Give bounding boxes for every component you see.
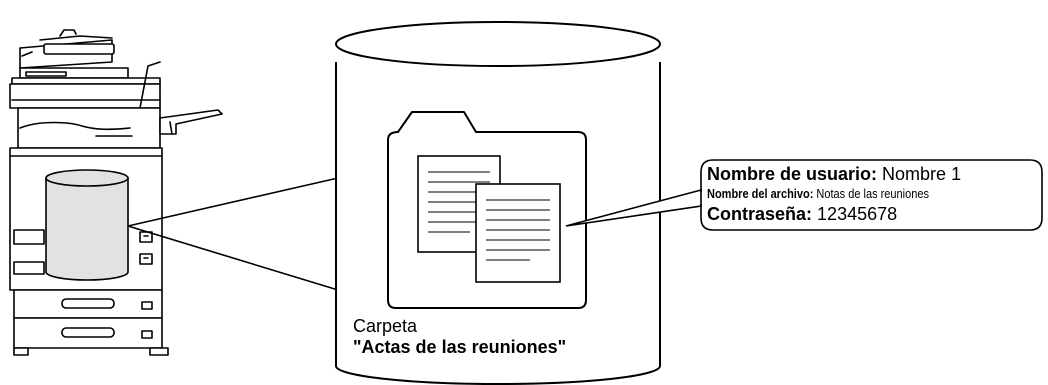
hard-disk-icon [45, 169, 129, 281]
file-name-label: Nombre del archivo: [707, 187, 814, 201]
callout-pointer [565, 188, 702, 227]
callout-frame [700, 159, 1043, 231]
user-name-value: Nombre 1 [882, 164, 962, 184]
folder-caption-type: Carpeta [353, 316, 418, 336]
password-value: 12345678 [817, 203, 898, 224]
file-name-value: Notas de las reuniones [816, 187, 929, 201]
zoom-connector [127, 177, 339, 291]
user-name-label: Nombre de usuario: [707, 164, 878, 184]
folder-caption-name: "Actas de las reuniones" [353, 337, 567, 357]
file-name-row: Nombre del archivo: Notas de las reunion… [707, 188, 1048, 201]
document-icon [417, 155, 561, 283]
folder-caption: Carpeta "Actas de las reuniones" [353, 316, 566, 358]
user-name-row: Nombre de usuario: Nombre 1 [707, 165, 1044, 183]
file-info-callout: Nombre de usuario: Nombre 1 Nombre del a… [700, 160, 1044, 230]
password-label: Contraseña: [707, 203, 813, 224]
password-row: Contraseña: 12345678 [707, 205, 1044, 223]
